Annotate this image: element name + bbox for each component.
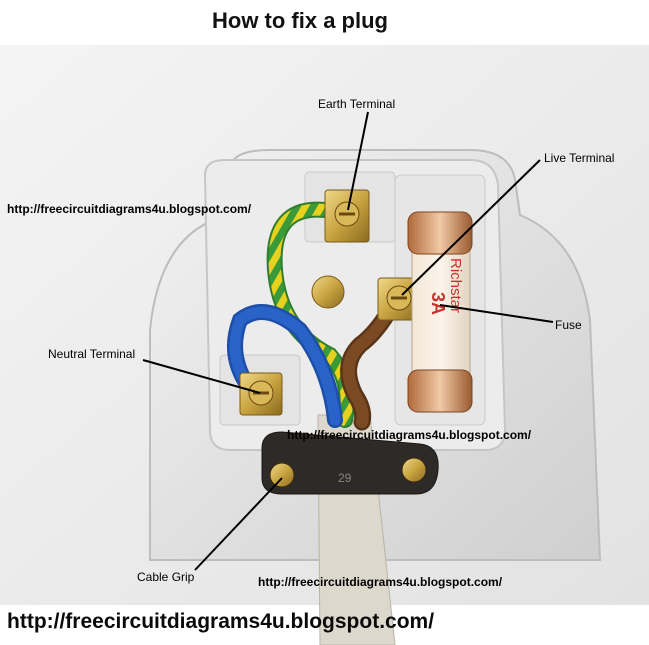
earth-leader-line <box>347 111 369 211</box>
cable-grip-screw-left <box>269 462 295 488</box>
footer-url: http://freecircuitdiagrams4u.blogspot.co… <box>7 610 435 633</box>
fuse-leader-line <box>439 304 554 323</box>
cable-grip-screw-right <box>401 457 427 483</box>
neutral-wire-core <box>229 306 341 426</box>
neutral-terminal-label: Neutral Terminal <box>48 347 136 361</box>
fuse-cap-bottom <box>407 369 473 413</box>
live-terminal-label: Live Terminal <box>544 151 615 165</box>
cable-grip-number: 29 <box>338 471 352 485</box>
cable-grip-leader-line <box>194 477 283 571</box>
cable-grip-label: Cable Grip <box>137 570 195 584</box>
watermark-top-left: http://freecircuitdiagrams4u.blogspot.co… <box>7 202 252 216</box>
cable-grip <box>261 431 439 495</box>
neutral-leader-line <box>142 359 261 394</box>
fuse-label: Fuse <box>555 318 582 332</box>
fuse-rating-text: 3A <box>428 292 448 315</box>
centre-screw <box>311 275 345 309</box>
earth-terminal-label: Earth Terminal <box>318 97 396 111</box>
fuse-brand-text: Richstar <box>447 258 464 313</box>
page-title: How to fix a plug <box>212 8 388 33</box>
live-leader-line <box>401 159 541 296</box>
live-wire-core <box>342 294 401 428</box>
watermark-bottom: http://freecircuitdiagrams4u.blogspot.co… <box>258 575 503 589</box>
fuse-cap-top <box>407 211 473 255</box>
watermark-middle: http://freecircuitdiagrams4u.blogspot.co… <box>287 428 532 442</box>
